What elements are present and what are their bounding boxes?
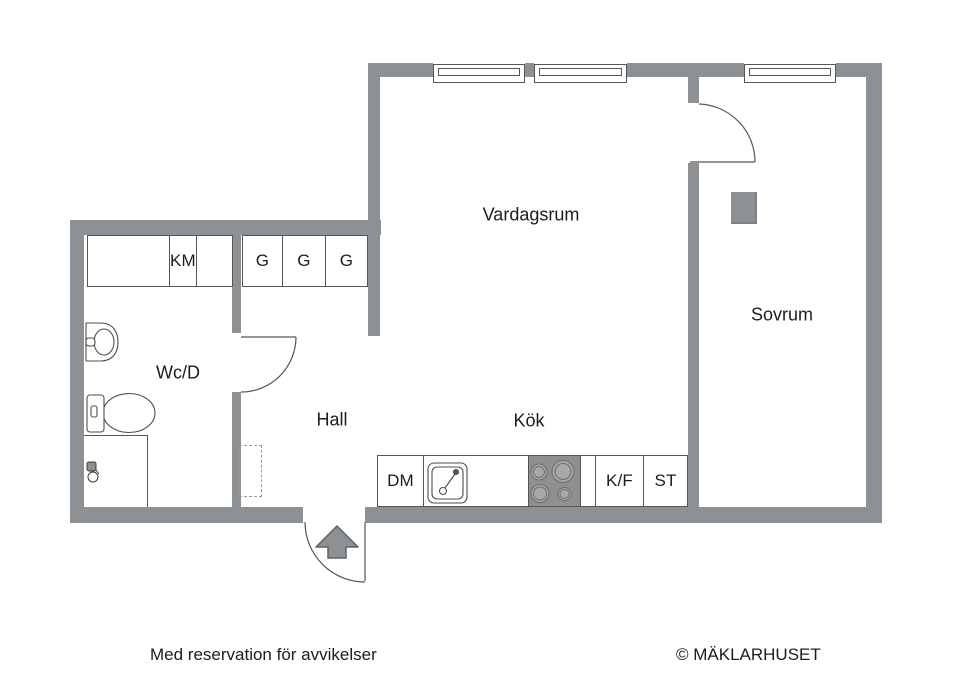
wall-left (70, 220, 84, 523)
cabinet-label-g2: G (297, 251, 311, 270)
dishwasher: DM (378, 456, 423, 506)
entrance-door (304, 521, 366, 583)
bathroom-door (240, 336, 297, 393)
window-livingroom-right (534, 64, 627, 83)
tall-cabinet: ST (643, 456, 687, 506)
room-label-bedroom: Sovrum (750, 304, 814, 325)
window-livingroom-left (433, 64, 525, 83)
sink-cabinet (423, 456, 528, 506)
door-swing-arc (304, 521, 366, 583)
wall-top-segment-left (368, 63, 433, 77)
cabinet-label-dm: DM (387, 471, 414, 490)
stove (528, 456, 580, 506)
cabinet-row-wardrobes: G G G (242, 235, 368, 287)
wall-bottom-right (365, 507, 882, 523)
room-label-hall: Hall (316, 409, 348, 430)
window-pane (749, 68, 831, 76)
kitchen-counter-row: DM K/F ST (377, 455, 688, 507)
room-label-livingroom: Vardagsrum (482, 204, 580, 225)
wall-right (866, 63, 882, 523)
bedroom-shaft (731, 192, 757, 224)
wardrobe-3: G (325, 236, 367, 286)
cabinet-label-km: KM (170, 251, 196, 270)
wall-bedroom-stub (688, 77, 699, 103)
cabinet-washing-machine: KM (169, 236, 196, 286)
entrance-arrow-icon (315, 525, 359, 559)
washbasin-icon (85, 322, 119, 362)
room-label-bathroom: Wc/D (156, 362, 200, 383)
wall-upper-left (70, 220, 381, 235)
wall-top-mullion (525, 63, 534, 77)
counter-blank (580, 456, 595, 506)
window-bedroom (744, 64, 836, 83)
disclaimer-text: Med reservation för avvikelser (150, 645, 377, 664)
door-swing-arc (240, 336, 297, 393)
window-pane (438, 68, 520, 76)
copyright-text: © MÄKLARHUSET (676, 645, 821, 664)
room-label-kitchen: Kök (513, 410, 545, 431)
wall-bathroom-lower (232, 392, 241, 507)
cabinet-label-g3: G (339, 251, 354, 270)
wardrobe-2: G (282, 236, 325, 286)
wardrobe-1: G (243, 236, 282, 286)
hall-dashed-cabinet (239, 445, 262, 497)
cabinet-row-km: KM (87, 235, 233, 287)
bedroom-door (690, 103, 756, 163)
door-swing-arc (698, 103, 756, 163)
cabinet-label-g1: G (255, 251, 270, 270)
fridge-freezer: K/F (595, 456, 643, 506)
toilet-icon (86, 392, 156, 434)
cabinet-blank-narrow (195, 236, 211, 286)
cabinet-label-st: ST (654, 471, 677, 490)
wall-top-segment-middle (627, 63, 744, 77)
wall-hall-livingroom (368, 63, 380, 336)
wall-bedroom-lower (688, 163, 699, 507)
cabinet-blank (88, 236, 169, 286)
wall-bottom-left (70, 507, 303, 523)
window-pane (539, 68, 622, 76)
shower-area (84, 435, 148, 507)
wall-bathroom-upper (232, 235, 241, 333)
cabinet-label-kf: K/F (605, 471, 634, 490)
